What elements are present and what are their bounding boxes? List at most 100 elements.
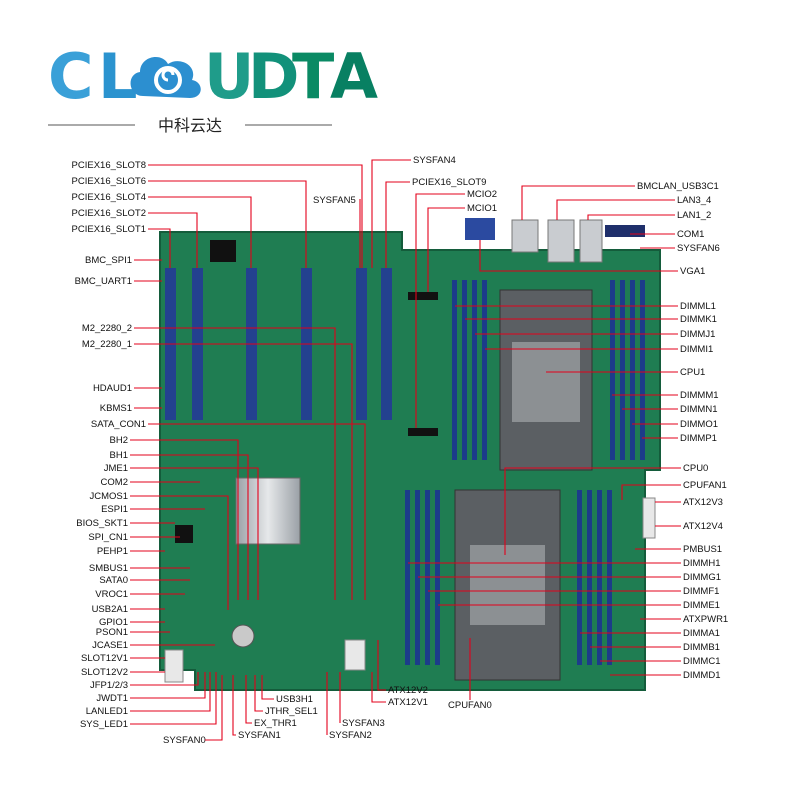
logo-letter-d: D [248,40,299,113]
lan-port-bmc [511,219,539,253]
label-dimml1: DIMML1 [680,301,716,312]
label-dimmn1: DIMMN1 [680,404,717,415]
pcie-slot-8 [356,268,367,420]
label-bmc-spi1: BMC_SPI1 [85,255,132,266]
label-cpu0: CPU0 [683,463,708,474]
label-pehp1: PEHP1 [97,546,128,557]
label-dimmm1: DIMMM1 [680,390,719,401]
top-callouts: SYSFAN4 PCIEX16_SLOT9 SYSFAN5 MCIO2 MCIO… [313,155,497,428]
bios-chip [175,525,193,543]
label-cpu1: CPU1 [680,367,705,378]
logo-letter-c: C [48,40,94,113]
label-atx12v2: ATX12V2 [388,685,428,696]
label-com1: COM1 [677,229,704,240]
label-sata-con1: SATA_CON1 [91,419,146,430]
label-gpio1: GPIO1 [99,617,128,628]
label-sysfan1: SYSFAN1 [238,730,281,741]
label-dimme1: DIMME1 [683,600,720,611]
label-sata0: SATA0 [99,575,128,586]
label-atxpwr1: ATXPWR1 [683,614,728,625]
label-pson1: PSON1 [96,627,128,638]
right-callouts: BMCLAN_USB3C1 LAN3_4 LAN1_2 COM1 SYSFAN6… [408,181,728,681]
label-bmclan-usb3c1: BMCLAN_USB3C1 [637,181,719,192]
label-sysfan2: SYSFAN2 [329,730,372,741]
logo-letter-t: T [292,40,334,113]
label-pciex16-slot1: PCIEX16_SLOT1 [72,224,146,235]
logo-letter-a: A [330,40,378,113]
label-mcio1: MCIO1 [467,203,497,214]
bmc-chip [210,240,236,262]
label-jme1: JME1 [104,463,128,474]
label-smbus1: SMBUS1 [89,563,128,574]
vga-port [465,218,495,240]
label-pciex16-slot6: PCIEX16_SLOT6 [72,176,146,187]
chipset-heatsink [235,477,301,545]
cpu1-socket [499,289,593,471]
label-dimmc1: DIMMC1 [683,656,720,667]
atx12v-connector [344,639,366,671]
label-vga1: VGA1 [680,266,705,277]
mcio2-connector [408,428,438,436]
label-slot12v2: SLOT12V2 [81,667,128,678]
com-port [605,225,645,237]
label-m2-2280-1: M2_2280_1 [82,339,132,350]
bottom-callouts: ATX12V2 ATX12V1 CPUFAN0 USB3H1 JTHR_SEL1… [163,638,492,746]
label-sysfan4: SYSFAN4 [413,155,456,166]
label-com2: COM2 [101,477,128,488]
label-kbms1: KBMS1 [100,403,132,414]
label-dimmf1: DIMMF1 [683,586,719,597]
logo-letter-l: L [98,40,138,113]
brand-header: C L U D T A 中科云达 [48,40,378,135]
label-atx12v4: ATX12V4 [683,521,723,532]
label-mcio2: MCIO2 [467,189,497,200]
logo-letter-u: U [204,40,254,113]
label-vroc1: VROC1 [95,589,128,600]
label-m2-2280-2: M2_2280_2 [82,323,132,334]
brand-chinese: 中科云达 [158,116,222,135]
label-pciex16-slot4: PCIEX16_SLOT4 [72,192,146,203]
motherboard-diagram: PCIEX16_SLOT8 PCIEX16_SLOT6 PCIEX16_SLOT… [72,155,729,746]
slot12v-connector [164,649,184,683]
label-sys-led1: SYS_LED1 [80,719,128,730]
label-dimmg1: DIMMG1 [683,572,721,583]
mcio1-connector [408,292,438,300]
label-espi1: ESPI1 [101,504,128,515]
cpu1-dimm-slots [452,280,645,460]
label-jcase1: JCASE1 [92,640,128,651]
label-ex-thr1: EX_THR1 [254,718,297,729]
label-atx12v1: ATX12V1 [388,697,428,708]
label-jfp1-2-3: JFP1/2/3 [90,680,128,691]
label-jthr-sel1: JTHR_SEL1 [265,706,318,717]
left-callouts: PCIEX16_SLOT8 PCIEX16_SLOT6 PCIEX16_SLOT… [72,160,366,730]
label-sysfan6: SYSFAN6 [677,243,720,254]
cloudta-logo: C L U D T A [48,40,378,113]
label-dimmo1: DIMMO1 [680,419,718,430]
atx12v3-4-connector [642,497,656,539]
label-jcmos1: JCMOS1 [89,491,128,502]
label-sysfan0: SYSFAN0 [163,735,206,746]
label-atx12v3: ATX12V3 [683,497,723,508]
label-lanled1: LANLED1 [86,706,128,717]
label-cpufan0: CPUFAN0 [448,700,492,711]
pcie-slot-9 [381,268,392,420]
label-bh1: BH1 [110,450,128,461]
cloud-icon [130,57,201,98]
label-dimmj1: DIMMJ1 [680,329,715,340]
label-dimmi1: DIMMI1 [680,344,713,355]
label-slot12v1: SLOT12V1 [81,653,128,664]
label-lan3-4: LAN3_4 [677,195,711,206]
lan-port-3-4 [547,219,575,263]
label-cpufan1: CPUFAN1 [683,480,727,491]
label-pciex16-slot9: PCIEX16_SLOT9 [412,177,486,188]
label-jwdt1: JWDT1 [96,693,128,704]
label-bmc-uart1: BMC_UART1 [75,276,132,287]
label-pciex16-slot2: PCIEX16_SLOT2 [72,208,146,219]
lan-port-1-2 [579,219,603,263]
label-pmbus1: PMBUS1 [683,544,722,555]
label-sysfan5: SYSFAN5 [313,195,356,206]
label-dimmd1: DIMMD1 [683,670,720,681]
label-dimmb1: DIMMB1 [683,642,720,653]
label-dimmh1: DIMMH1 [683,558,720,569]
cpu0-socket [454,489,561,681]
label-dimma1: DIMMA1 [683,628,720,639]
